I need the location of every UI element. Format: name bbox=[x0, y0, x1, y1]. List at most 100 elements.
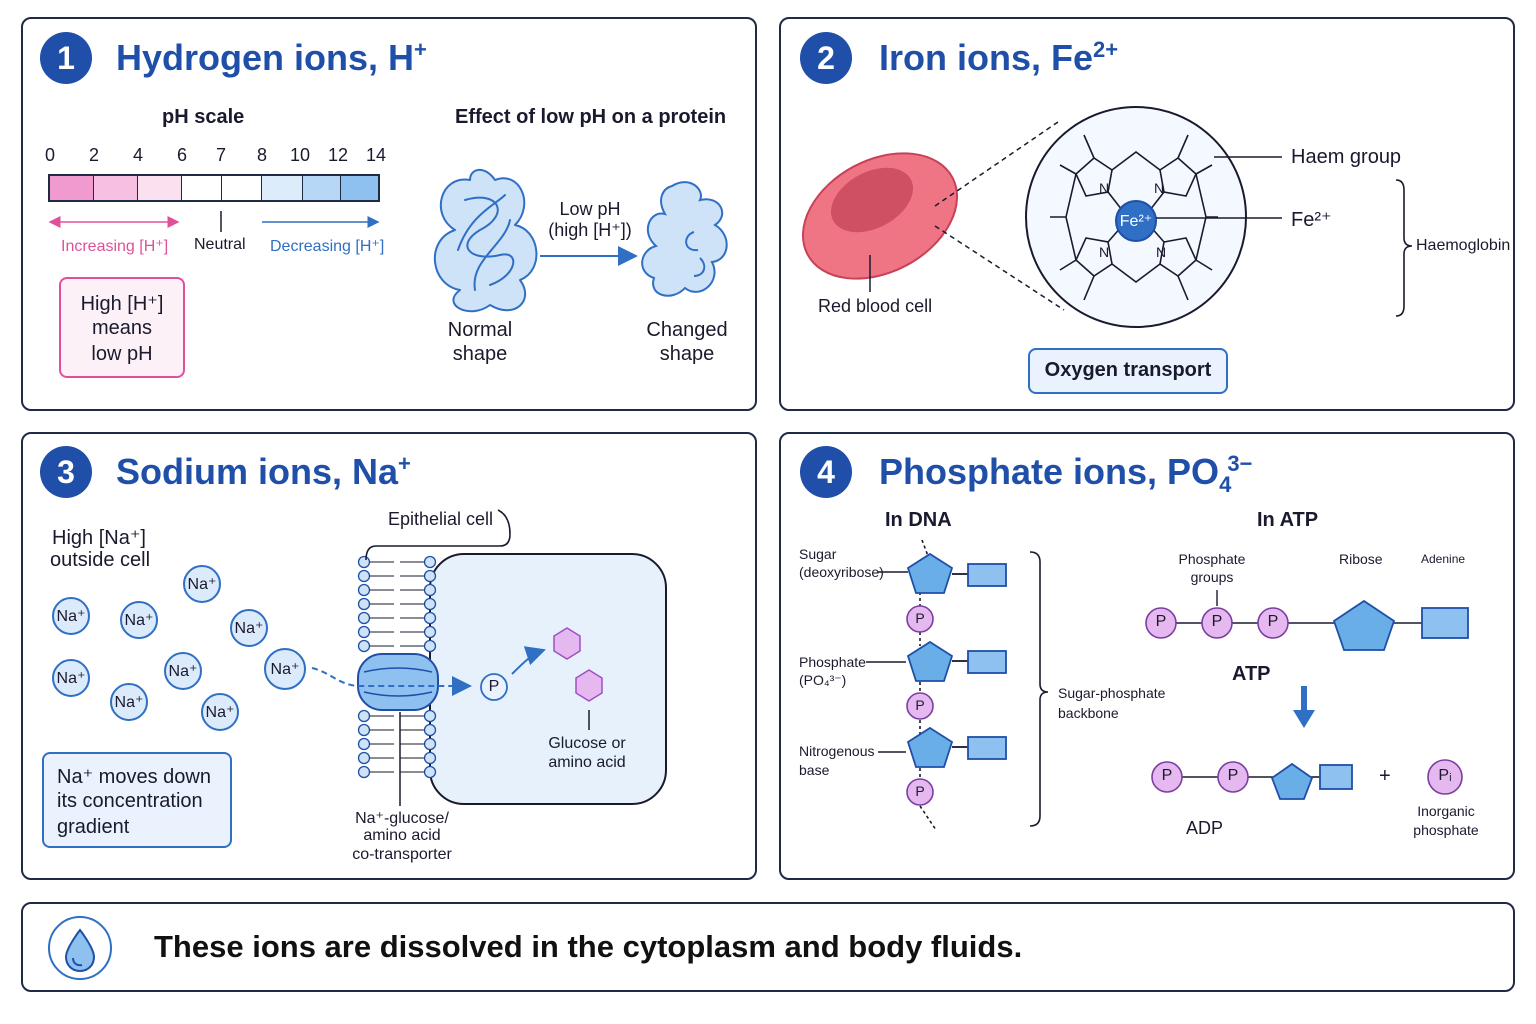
oxygen-transport-box bbox=[1028, 348, 1228, 394]
phosphate-label: Phosphate bbox=[799, 654, 866, 670]
ph-segment bbox=[94, 176, 139, 200]
ribose-pentagon bbox=[1332, 599, 1396, 651]
ph-tick-label: 2 bbox=[89, 145, 100, 165]
panel-number-badge: 4 bbox=[800, 446, 852, 498]
phosphate-circle bbox=[480, 673, 508, 701]
adp-p-label: P bbox=[1161, 767, 1173, 784]
callout-text: Na⁺ moves down bbox=[57, 766, 211, 788]
deoxyribose-pentagon bbox=[906, 552, 954, 594]
title-text: Hydrogen ions, H bbox=[116, 37, 415, 78]
atp-molecule bbox=[1145, 590, 1469, 651]
ph-tick-label: 6 bbox=[177, 145, 188, 165]
atp-p-label: P bbox=[1267, 613, 1279, 630]
atp-phosphate bbox=[1201, 607, 1233, 639]
normal-shape-label: shape bbox=[452, 343, 508, 365]
red-blood-cell-center bbox=[830, 167, 914, 233]
callout-text: low pH bbox=[91, 343, 153, 365]
dna-phosphates bbox=[906, 605, 934, 806]
backbone-label: backbone bbox=[1058, 705, 1119, 721]
glucose-path-arrow bbox=[511, 646, 546, 675]
dna-bases bbox=[952, 563, 1007, 760]
glucose-label: amino acid bbox=[548, 754, 626, 771]
sodium-gradient-callout bbox=[42, 752, 232, 848]
cotransporter-detail bbox=[363, 667, 433, 697]
phosphate-groups-label: groups bbox=[1190, 569, 1234, 585]
adp-phosphate bbox=[1217, 761, 1249, 793]
ph-tick-label: 4 bbox=[133, 145, 144, 165]
panel-title: Sodium ions, Na+ bbox=[116, 451, 411, 493]
ph-tick-label: 12 bbox=[328, 145, 349, 165]
phosphate-label: (PO₄³⁻) bbox=[799, 672, 847, 688]
callout-text: means bbox=[91, 317, 153, 339]
panel-title: Hydrogen ions, H+ bbox=[116, 37, 427, 79]
nitrogen-label: N bbox=[1099, 244, 1110, 260]
dna-label-lines bbox=[866, 571, 908, 753]
inorganic-phosphate-circle bbox=[1427, 759, 1463, 795]
title-superscript: + bbox=[414, 37, 427, 62]
callout-text: High [H⁺] bbox=[80, 293, 164, 315]
cotransporter-label: amino acid bbox=[363, 827, 441, 844]
deoxyribose-pentagon bbox=[906, 726, 954, 768]
adp-p-label: P bbox=[1227, 767, 1239, 784]
sodium-ion: Na⁺ bbox=[120, 601, 158, 639]
phosphate-groups-label: Phosphate bbox=[1178, 551, 1246, 567]
panel-number-badge: 2 bbox=[800, 32, 852, 84]
sodium-path-arrow bbox=[311, 667, 472, 696]
ph-tick-label: 8 bbox=[257, 145, 268, 165]
ph-segment bbox=[302, 176, 341, 200]
low-ph-label: Low pH bbox=[559, 199, 621, 219]
adp-label: ADP bbox=[1186, 818, 1224, 838]
dna-p-label: P bbox=[915, 697, 925, 713]
sodium-ion: Na⁺ bbox=[110, 683, 148, 721]
plus-sign: + bbox=[1379, 765, 1391, 787]
panel-title: Phosphate ions, PO43− bbox=[879, 451, 1256, 498]
in-dna-heading: In DNA bbox=[885, 509, 952, 531]
epithelial-cell-label: Epithelial cell bbox=[388, 509, 494, 529]
phosphate-circle bbox=[906, 605, 934, 633]
atp-p-label: P bbox=[1155, 613, 1167, 630]
inorganic-phosphate-label: phosphate bbox=[1413, 822, 1479, 838]
adenine-rect bbox=[1319, 764, 1353, 790]
panel-number-badge: 3 bbox=[40, 446, 92, 498]
nitrogenous-base-rect bbox=[967, 736, 1007, 760]
ph-segment bbox=[50, 176, 95, 200]
ph-segment bbox=[222, 176, 263, 200]
changed-protein-shape bbox=[641, 181, 728, 297]
phospholipid-bilayer bbox=[357, 555, 437, 779]
nitrogenous-base-rect bbox=[967, 563, 1007, 587]
atp-p-label: P bbox=[1211, 613, 1223, 630]
atp-phosphate bbox=[1145, 607, 1177, 639]
title-superscript: + bbox=[398, 451, 411, 476]
nitrogenous-base-rect bbox=[967, 650, 1007, 674]
title-text: Sodium ions, Na bbox=[116, 451, 399, 492]
normal-protein-shape bbox=[433, 168, 538, 313]
nitrogen-label: N bbox=[1154, 180, 1165, 196]
zoom-line bbox=[934, 225, 1065, 311]
sodium-ion-moving: Na⁺ bbox=[264, 648, 306, 690]
backbone-brace bbox=[1029, 551, 1049, 827]
phosphate-circle bbox=[906, 692, 934, 720]
adenine-label: Adenine bbox=[1421, 552, 1466, 566]
high-na-label: outside cell bbox=[50, 549, 151, 571]
changed-shape-label: shape bbox=[659, 343, 715, 365]
epithelial-brace bbox=[365, 509, 511, 561]
dna-p-label: P bbox=[915, 783, 925, 799]
title-text: Iron ions, Fe bbox=[879, 37, 1094, 78]
haemoglobin-brace bbox=[1395, 179, 1413, 317]
pi-label: Pᵢ bbox=[1438, 767, 1452, 784]
cotransporter-label: Na⁺-glucose/ bbox=[355, 810, 449, 827]
ph-segment bbox=[340, 176, 378, 200]
hydrolysis-arrow bbox=[1293, 686, 1315, 728]
panel-phosphate-ions bbox=[779, 432, 1515, 880]
decreasing-h-label: Decreasing [H⁺] bbox=[270, 238, 385, 255]
ph-scale-title: pH scale bbox=[162, 106, 245, 128]
nitrogenous-base-label: Nitrogenous bbox=[799, 743, 875, 759]
adp-molecule bbox=[1151, 761, 1353, 800]
glucose-label: Glucose or bbox=[548, 735, 626, 752]
panel-title: Iron ions, Fe2+ bbox=[879, 37, 1118, 79]
title-subscript: 4 bbox=[1219, 472, 1232, 498]
in-atp-heading: In ATP bbox=[1257, 509, 1319, 531]
